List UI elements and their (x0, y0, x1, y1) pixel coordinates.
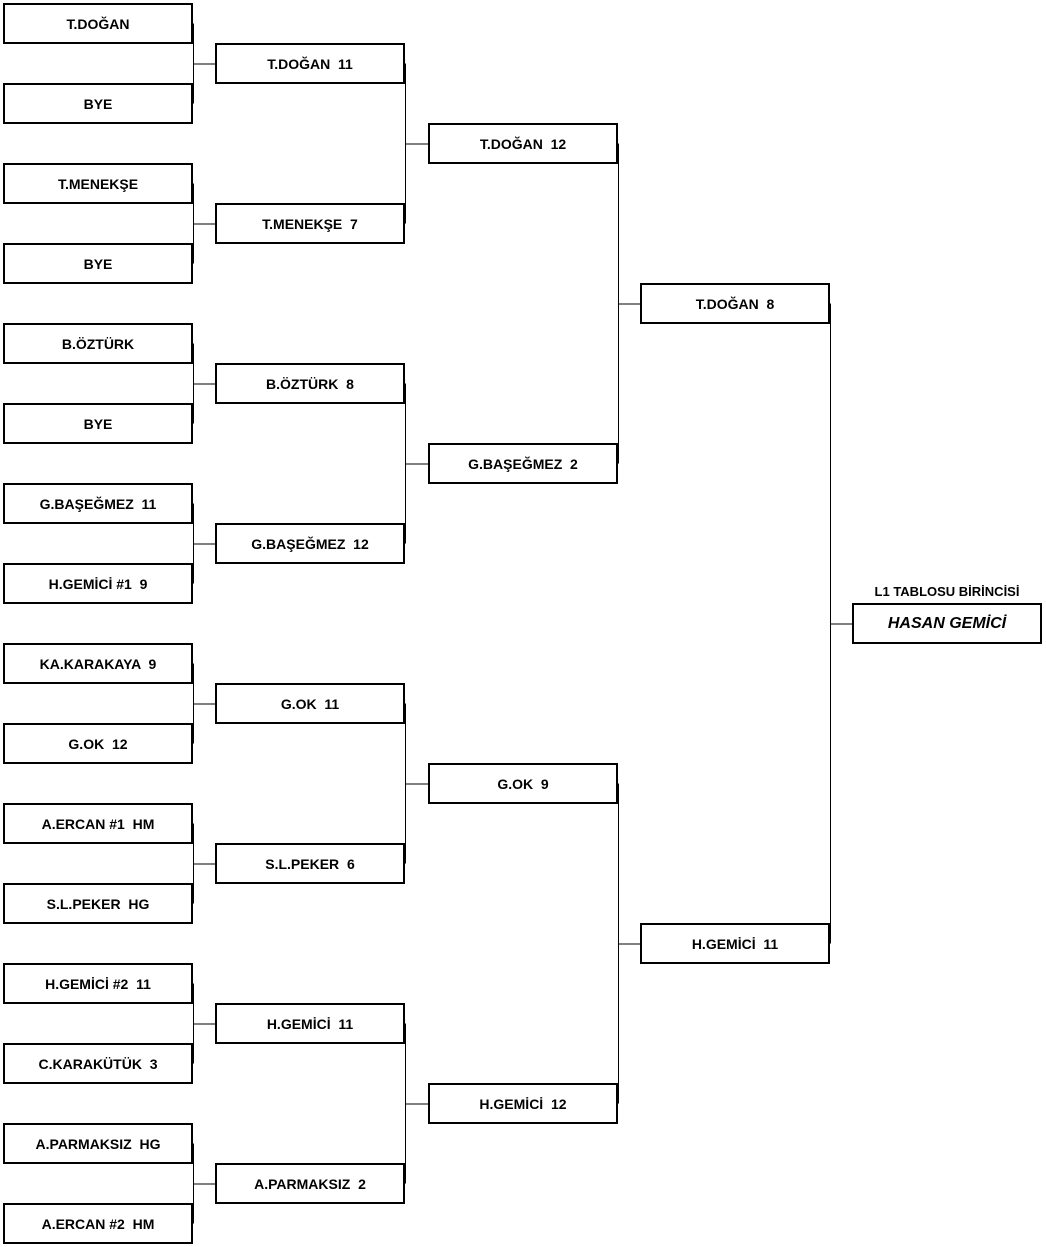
round-1-entry-1: T.DOĞAN (3, 3, 193, 44)
champion-name: HASAN GEMİCİ (852, 603, 1042, 644)
round-3-entry-2: G.BAŞEĞMEZ 2 (428, 443, 618, 484)
round-3-entry-4: H.GEMİCİ 12 (428, 1083, 618, 1124)
round-1-entry-10: G.OK 12 (3, 723, 193, 764)
round-2-entry-3: B.ÖZTÜRK 8 (215, 363, 405, 404)
round-2-entry-8: A.PARMAKSIZ 2 (215, 1163, 405, 1204)
round-1-entry-2: BYE (3, 83, 193, 124)
round-1-entry-9: KA.KARAKAYA 9 (3, 643, 193, 684)
round-2-entry-2: T.MENEKŞE 7 (215, 203, 405, 244)
round-2-entry-6: S.L.PEKER 6 (215, 843, 405, 884)
champion-label: L1 TABLOSU BİRİNCİSİ (874, 584, 1020, 599)
round-1-entry-4: BYE (3, 243, 193, 284)
round-2-entry-1: T.DOĞAN 11 (215, 43, 405, 84)
round-4-entry-1: T.DOĞAN 8 (640, 283, 830, 324)
round-4-entry-2: H.GEMİCİ 11 (640, 923, 830, 964)
round-2-entry-5: G.OK 11 (215, 683, 405, 724)
round-1-entry-8: H.GEMİCİ #1 9 (3, 563, 193, 604)
round-1-entry-11: A.ERCAN #1 HM (3, 803, 193, 844)
round-3-entry-1: T.DOĞAN 12 (428, 123, 618, 164)
round-1-entry-13: H.GEMİCİ #2 11 (3, 963, 193, 1004)
round-1-entry-6: BYE (3, 403, 193, 444)
round-1-entry-14: C.KARAKÜTÜK 3 (3, 1043, 193, 1084)
round-1-entry-3: T.MENEKŞE (3, 163, 193, 204)
round-1-entry-7: G.BAŞEĞMEZ 11 (3, 483, 193, 524)
round-2-entry-4: G.BAŞEĞMEZ 12 (215, 523, 405, 564)
round-2-entry-7: H.GEMİCİ 11 (215, 1003, 405, 1044)
round-3-entry-3: G.OK 9 (428, 763, 618, 804)
round-1-entry-12: S.L.PEKER HG (3, 883, 193, 924)
round-1-entry-16: A.ERCAN #2 HM (3, 1203, 193, 1244)
round-1-entry-15: A.PARMAKSIZ HG (3, 1123, 193, 1164)
round-1-entry-5: B.ÖZTÜRK (3, 323, 193, 364)
